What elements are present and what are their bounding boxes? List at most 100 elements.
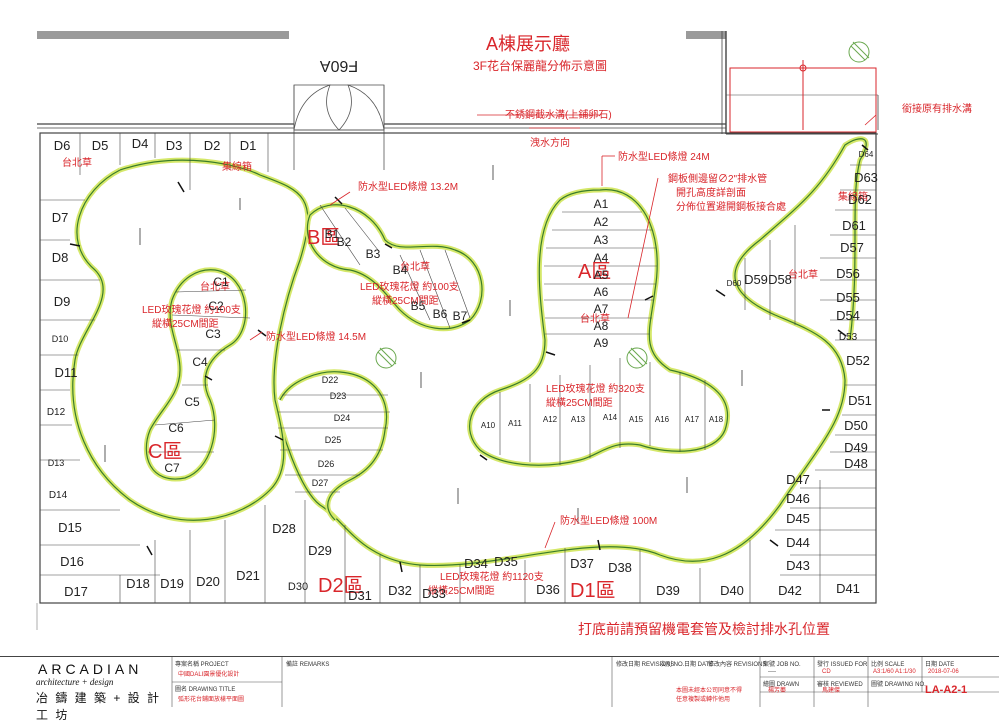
b-zone-segment-label: B1 xyxy=(325,227,340,241)
a-zone-segment-label: A5 xyxy=(594,268,609,282)
d-right-segment-labels: D64D63D62D61D57D56D55D54D53D52D51D50D49D… xyxy=(727,150,878,573)
zone-label-d2: D2區 xyxy=(318,575,364,597)
d-perimeter-segment-label: D19 xyxy=(160,576,184,591)
drawn-value: 楊芳蓁 xyxy=(768,688,787,694)
b-zone-planter-edge xyxy=(306,204,483,330)
d-perimeter-segment-label: D49 xyxy=(844,440,868,455)
b-rose-spacing: 縱橫25CM間距 xyxy=(372,294,439,307)
d-grass-left: 台北草 xyxy=(62,156,92,169)
note-pipe-1: 鋼板側邊留∅2"排水管 xyxy=(668,172,767,185)
d-zone-planter-edge xyxy=(119,138,867,567)
a-zone-segment-label: A1 xyxy=(594,197,609,211)
b-grass-note: 台北草 xyxy=(400,260,430,273)
a-zone-segment-label: A18 xyxy=(709,415,724,424)
d-middle-segment-label: D26 xyxy=(318,459,335,469)
building-walls xyxy=(37,31,879,135)
logo-chinese: 冶 鑄 建 築 + 設 計 工 坊 xyxy=(36,691,162,722)
a-zone-stripes xyxy=(499,211,706,465)
title-block-grid xyxy=(171,657,999,707)
d-perimeter-segment-label: D61 xyxy=(842,218,866,233)
d-perimeter-segment-label: D8 xyxy=(52,250,69,265)
c-rose-spacing: 縱橫25CM間距 xyxy=(152,317,219,330)
d-perimeter-segment-label: D47 xyxy=(786,472,810,487)
a-zone-segment-label: A8 xyxy=(594,319,609,333)
d-perimeter-segment-label: D37 xyxy=(570,556,594,571)
d-perimeter-segment-label: D5 xyxy=(92,138,109,153)
c-zone-segment-label: C7 xyxy=(164,461,180,475)
note-bottom-warning: 打底前請預留機電套管及檢討排水孔位置 xyxy=(578,621,830,637)
d-perimeter-segment-label: D2 xyxy=(204,138,221,153)
d-perimeter-segment-label: D54 xyxy=(836,308,860,323)
title-block: ARCADIAN architecture + design 冶 鑄 建 築 +… xyxy=(0,656,999,722)
c-zone-stripes xyxy=(148,289,251,453)
b-zone-segment-label: B5 xyxy=(411,299,426,313)
date-label: 日期 DATE xyxy=(925,662,955,668)
revision-content-label: 修改內容 REVISIONS xyxy=(708,662,767,668)
a-zone-segment-label: A14 xyxy=(603,413,618,422)
d-perimeter-segment-label: D6 xyxy=(54,138,71,153)
d-perimeter-segments xyxy=(40,133,876,603)
b-rose-note: LED玫瑰花燈 約100支 xyxy=(360,280,459,293)
d-perimeter-segment-label: D44 xyxy=(786,535,810,550)
d-perimeter-segment-label: D42 xyxy=(778,583,802,598)
door-swing xyxy=(293,84,385,170)
d-perimeter-segment-label: D1 xyxy=(240,138,257,153)
d-box-left: 集線箱 xyxy=(222,160,252,173)
note-steel-drain: 不銹鋼截水溝(上鋪卵石) xyxy=(505,108,612,121)
zone-label-c: C區 xyxy=(148,441,182,463)
copyright-note-1: 本圖未經本公司同意不得 xyxy=(676,688,743,694)
d-box-right: 集線箱 xyxy=(838,190,868,203)
d-perimeter-segment-label: D14 xyxy=(49,490,68,501)
c-zone-planter-edge xyxy=(145,269,247,480)
d-middle-segment-label: D25 xyxy=(325,435,342,445)
a-zone-segment-label: A2 xyxy=(594,215,609,229)
d-perimeter-segment-label: D36 xyxy=(536,582,560,597)
drawn-label: 繪圖 DRAWN xyxy=(763,682,800,688)
c-zone-segment-label: C2 xyxy=(208,299,224,313)
d-perimeter-segment-label: D53 xyxy=(839,332,858,343)
b-zone-segment-label: B7 xyxy=(453,309,468,323)
c-zone-segment-label: C3 xyxy=(205,327,221,341)
b-zone-segment-label: B4 xyxy=(393,263,408,277)
a-zone-segment-label: A12 xyxy=(543,415,558,424)
a-zone-segment-label: A7 xyxy=(594,302,609,316)
b-zone-stripes xyxy=(319,204,471,329)
d-perimeter-segment-label: D13 xyxy=(48,458,65,468)
d-perimeter-segment-label: D11 xyxy=(55,365,78,380)
a-zone-segment-label: A13 xyxy=(571,415,586,424)
d-perimeter-segment-label: D7 xyxy=(52,210,69,225)
copyright-note-2: 任意複製或轉作他用 xyxy=(676,697,731,703)
b-zone-segment-label: B2 xyxy=(337,235,352,249)
d-middle-segment-label: D22 xyxy=(322,375,339,385)
drain-box xyxy=(729,60,877,133)
a-rose-spacing: 縱橫25CM間距 xyxy=(546,396,613,409)
note-led-14: 防水型LED條燈 14.5M xyxy=(266,330,366,343)
d-perimeter-segment-label: D52 xyxy=(846,353,870,368)
drawing-no-label: 圖號 DRAWING NO. xyxy=(871,682,926,688)
issued-label: 發行 ISSUED FOR xyxy=(817,662,868,668)
d-perimeter-segment-label: D38 xyxy=(608,560,632,575)
d-perimeter-segment-label: D46 xyxy=(786,491,810,506)
c-grass-note: 台北草 xyxy=(200,280,230,293)
d-perimeter-segment-label: D40 xyxy=(720,583,744,598)
note-drain-direction: 洩水方向 xyxy=(530,136,570,149)
d-perimeter-segment-label: D28 xyxy=(272,521,296,536)
drawing-no-value: LA-A2-1 xyxy=(925,684,968,696)
lamp-markers xyxy=(104,165,743,524)
drawing-subtitle: 3F花台保麗龍分佈示意圖 xyxy=(473,58,607,73)
d-perimeter-segment-label: D33 xyxy=(422,586,446,601)
d-perimeter-segment-label: D35 xyxy=(494,554,518,569)
date-value: 2018-07-06 xyxy=(928,669,959,675)
joint-ticks xyxy=(69,144,869,573)
d-perimeter-segment-label: D45 xyxy=(786,511,810,526)
revision-no-label: 次別 NO. xyxy=(660,662,685,668)
a-zone-segment-label: A17 xyxy=(685,415,700,424)
note-pipe-2: 開孔高度詳剖面 xyxy=(676,186,746,199)
d-perimeter-segment-label: D17 xyxy=(64,584,88,599)
b-zone-segment-label: B6 xyxy=(433,307,448,321)
d-perimeter-segment-label: D55 xyxy=(836,290,860,305)
d-perimeter-segment-label: D39 xyxy=(656,583,680,598)
